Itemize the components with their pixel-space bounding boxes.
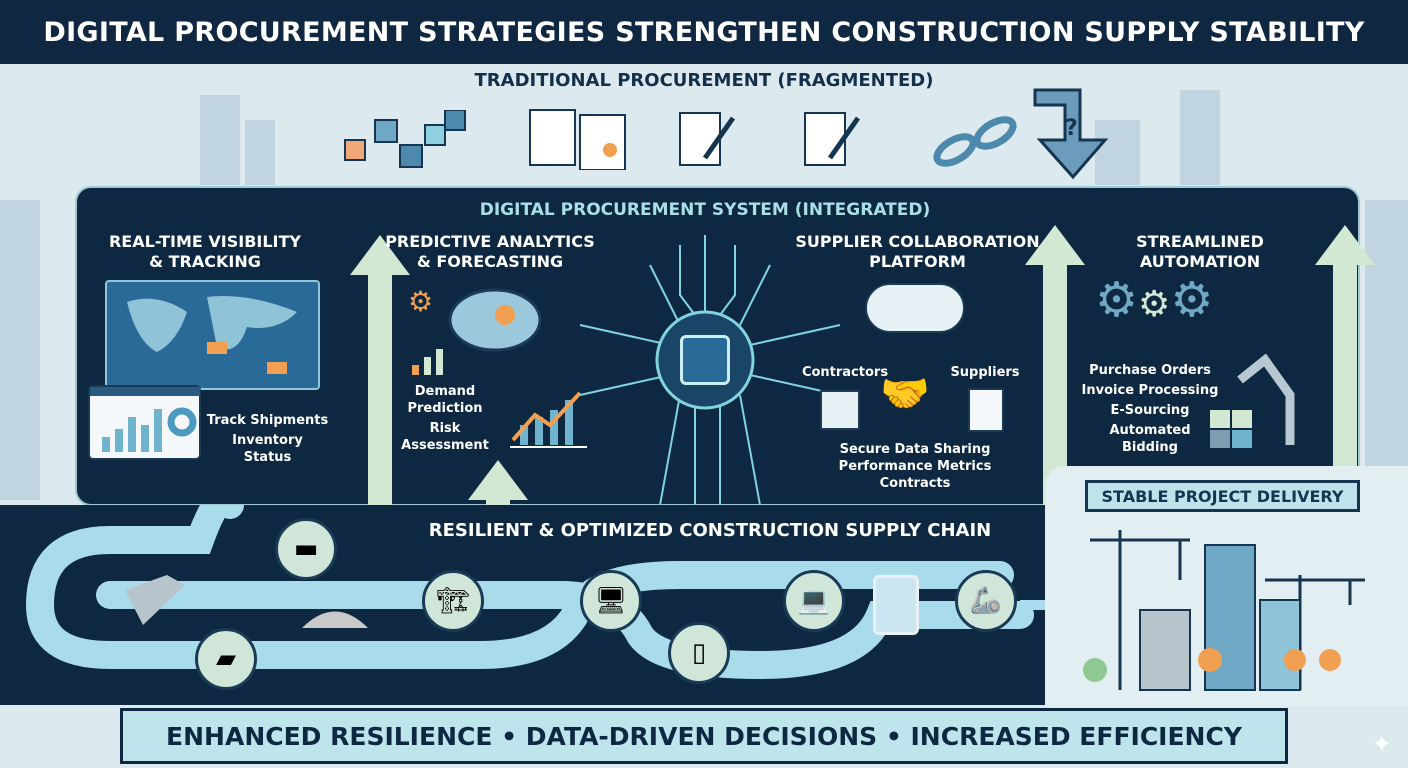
gears-icon: ⚙⚙⚙ <box>1095 272 1214 328</box>
page-title: DIGITAL PROCUREMENT STRATEGIES STRENGTHE… <box>0 0 1408 64</box>
heading-line: & FORECASTING <box>416 252 564 271</box>
heading-line: PREDICTIVE ANALYTICS <box>385 232 595 251</box>
document-sign-icon <box>800 108 865 170</box>
role-contractors: Contractors <box>801 365 889 380</box>
sand-pile-icon <box>300 600 370 630</box>
crane-icon: 🏗 <box>422 570 484 632</box>
construction-site-icon <box>1080 520 1380 700</box>
item-status: Status <box>243 450 292 465</box>
city-building <box>200 95 240 185</box>
traditional-procurement-label: TRADITIONAL PROCUREMENT (FRAGMENTED) <box>474 70 934 91</box>
heading-line: AUTOMATION <box>1139 252 1261 271</box>
up-arrow-icon <box>350 235 410 505</box>
torn-documents-icon <box>525 105 635 171</box>
item-automated: Automated <box>1109 423 1191 438</box>
bar-chart-icon <box>410 345 450 375</box>
item-track-shipments: Track Shipments <box>206 413 329 428</box>
role-suppliers: Suppliers <box>950 365 1020 380</box>
brain-icon <box>445 285 545 355</box>
item-secure-data: Secure Data Sharing <box>839 442 991 457</box>
city-building <box>245 120 275 185</box>
item-assessment: Assessment <box>401 438 489 453</box>
heading-line: STREAMLINED <box>1136 232 1264 251</box>
world-map-icon <box>105 280 320 390</box>
trend-chart-icon <box>505 385 590 450</box>
building-database-icon <box>820 390 860 430</box>
document-pen-icon <box>675 108 740 170</box>
dashboard-icon <box>88 385 201 460</box>
heading-line: REAL-TIME VISIBILITY <box>108 232 301 251</box>
item-contracts: Contracts <box>879 476 951 491</box>
city-building <box>1095 120 1140 185</box>
question-arrow-icon: ? <box>1025 85 1115 180</box>
sparkle-icon: ✦ <box>1372 730 1393 758</box>
laptop-icon: 💻 <box>783 570 845 632</box>
up-arrow-icon <box>468 460 528 510</box>
supply-chain-title: RESILIENT & OPTIMIZED CONSTRUCTION SUPPL… <box>428 520 992 541</box>
item-risk: Risk <box>429 421 461 436</box>
item-e-sourcing: E-Sourcing <box>1110 403 1190 418</box>
item-performance: Performance Metrics <box>838 459 992 474</box>
contract-scroll-icon <box>968 388 1004 432</box>
item-invoice: Invoice Processing <box>1081 383 1219 398</box>
heading-line: PLATFORM <box>869 252 966 271</box>
steel-beam-icon: ▬ <box>275 518 337 580</box>
city-building <box>1180 90 1220 185</box>
item-prediction: Prediction <box>407 401 483 416</box>
heading-line: SUPPLIER COLLABORATION <box>795 232 1040 251</box>
tablet-device-icon <box>873 575 919 635</box>
section-heading-visibility: REAL-TIME VISIBILITY& TRACKING <box>95 232 315 272</box>
svg-text:?: ? <box>1065 116 1078 141</box>
footer-banner: ENHANCED RESILIENCE • DATA-DRIVEN DECISI… <box>120 708 1288 764</box>
section-heading-analytics: PREDICTIVE ANALYTICS& FORECASTING <box>380 232 600 272</box>
item-inventory: Inventory <box>232 433 303 448</box>
heading-line: & TRACKING <box>149 252 261 271</box>
concrete-block-icon: ▰ <box>195 628 257 690</box>
item-purchase-orders: Purchase Orders <box>1089 363 1211 378</box>
digital-system-title: DIGITAL PROCUREMENT SYSTEM (INTEGRATED) <box>479 200 931 220</box>
item-demand: Demand <box>414 384 476 399</box>
tablet-icon: ▯ <box>668 622 730 684</box>
broken-chain-icon <box>930 115 1020 170</box>
robot-arm-icon <box>1205 335 1315 450</box>
processor-chip-icon <box>680 335 730 385</box>
handshake-globe-icon: 🤝 <box>880 371 930 417</box>
gear-icon: ⚙ <box>408 285 434 318</box>
cloud-team-icon <box>865 283 965 333</box>
item-bidding: Bidding <box>1122 440 1178 455</box>
robot-arm-icon: 🦾 <box>955 570 1017 632</box>
monitor-icon: 🖥 <box>580 570 642 632</box>
scattered-boxes-icon <box>340 109 470 170</box>
city-building <box>0 200 40 500</box>
stable-delivery-banner: STABLE PROJECT DELIVERY <box>1085 480 1360 512</box>
